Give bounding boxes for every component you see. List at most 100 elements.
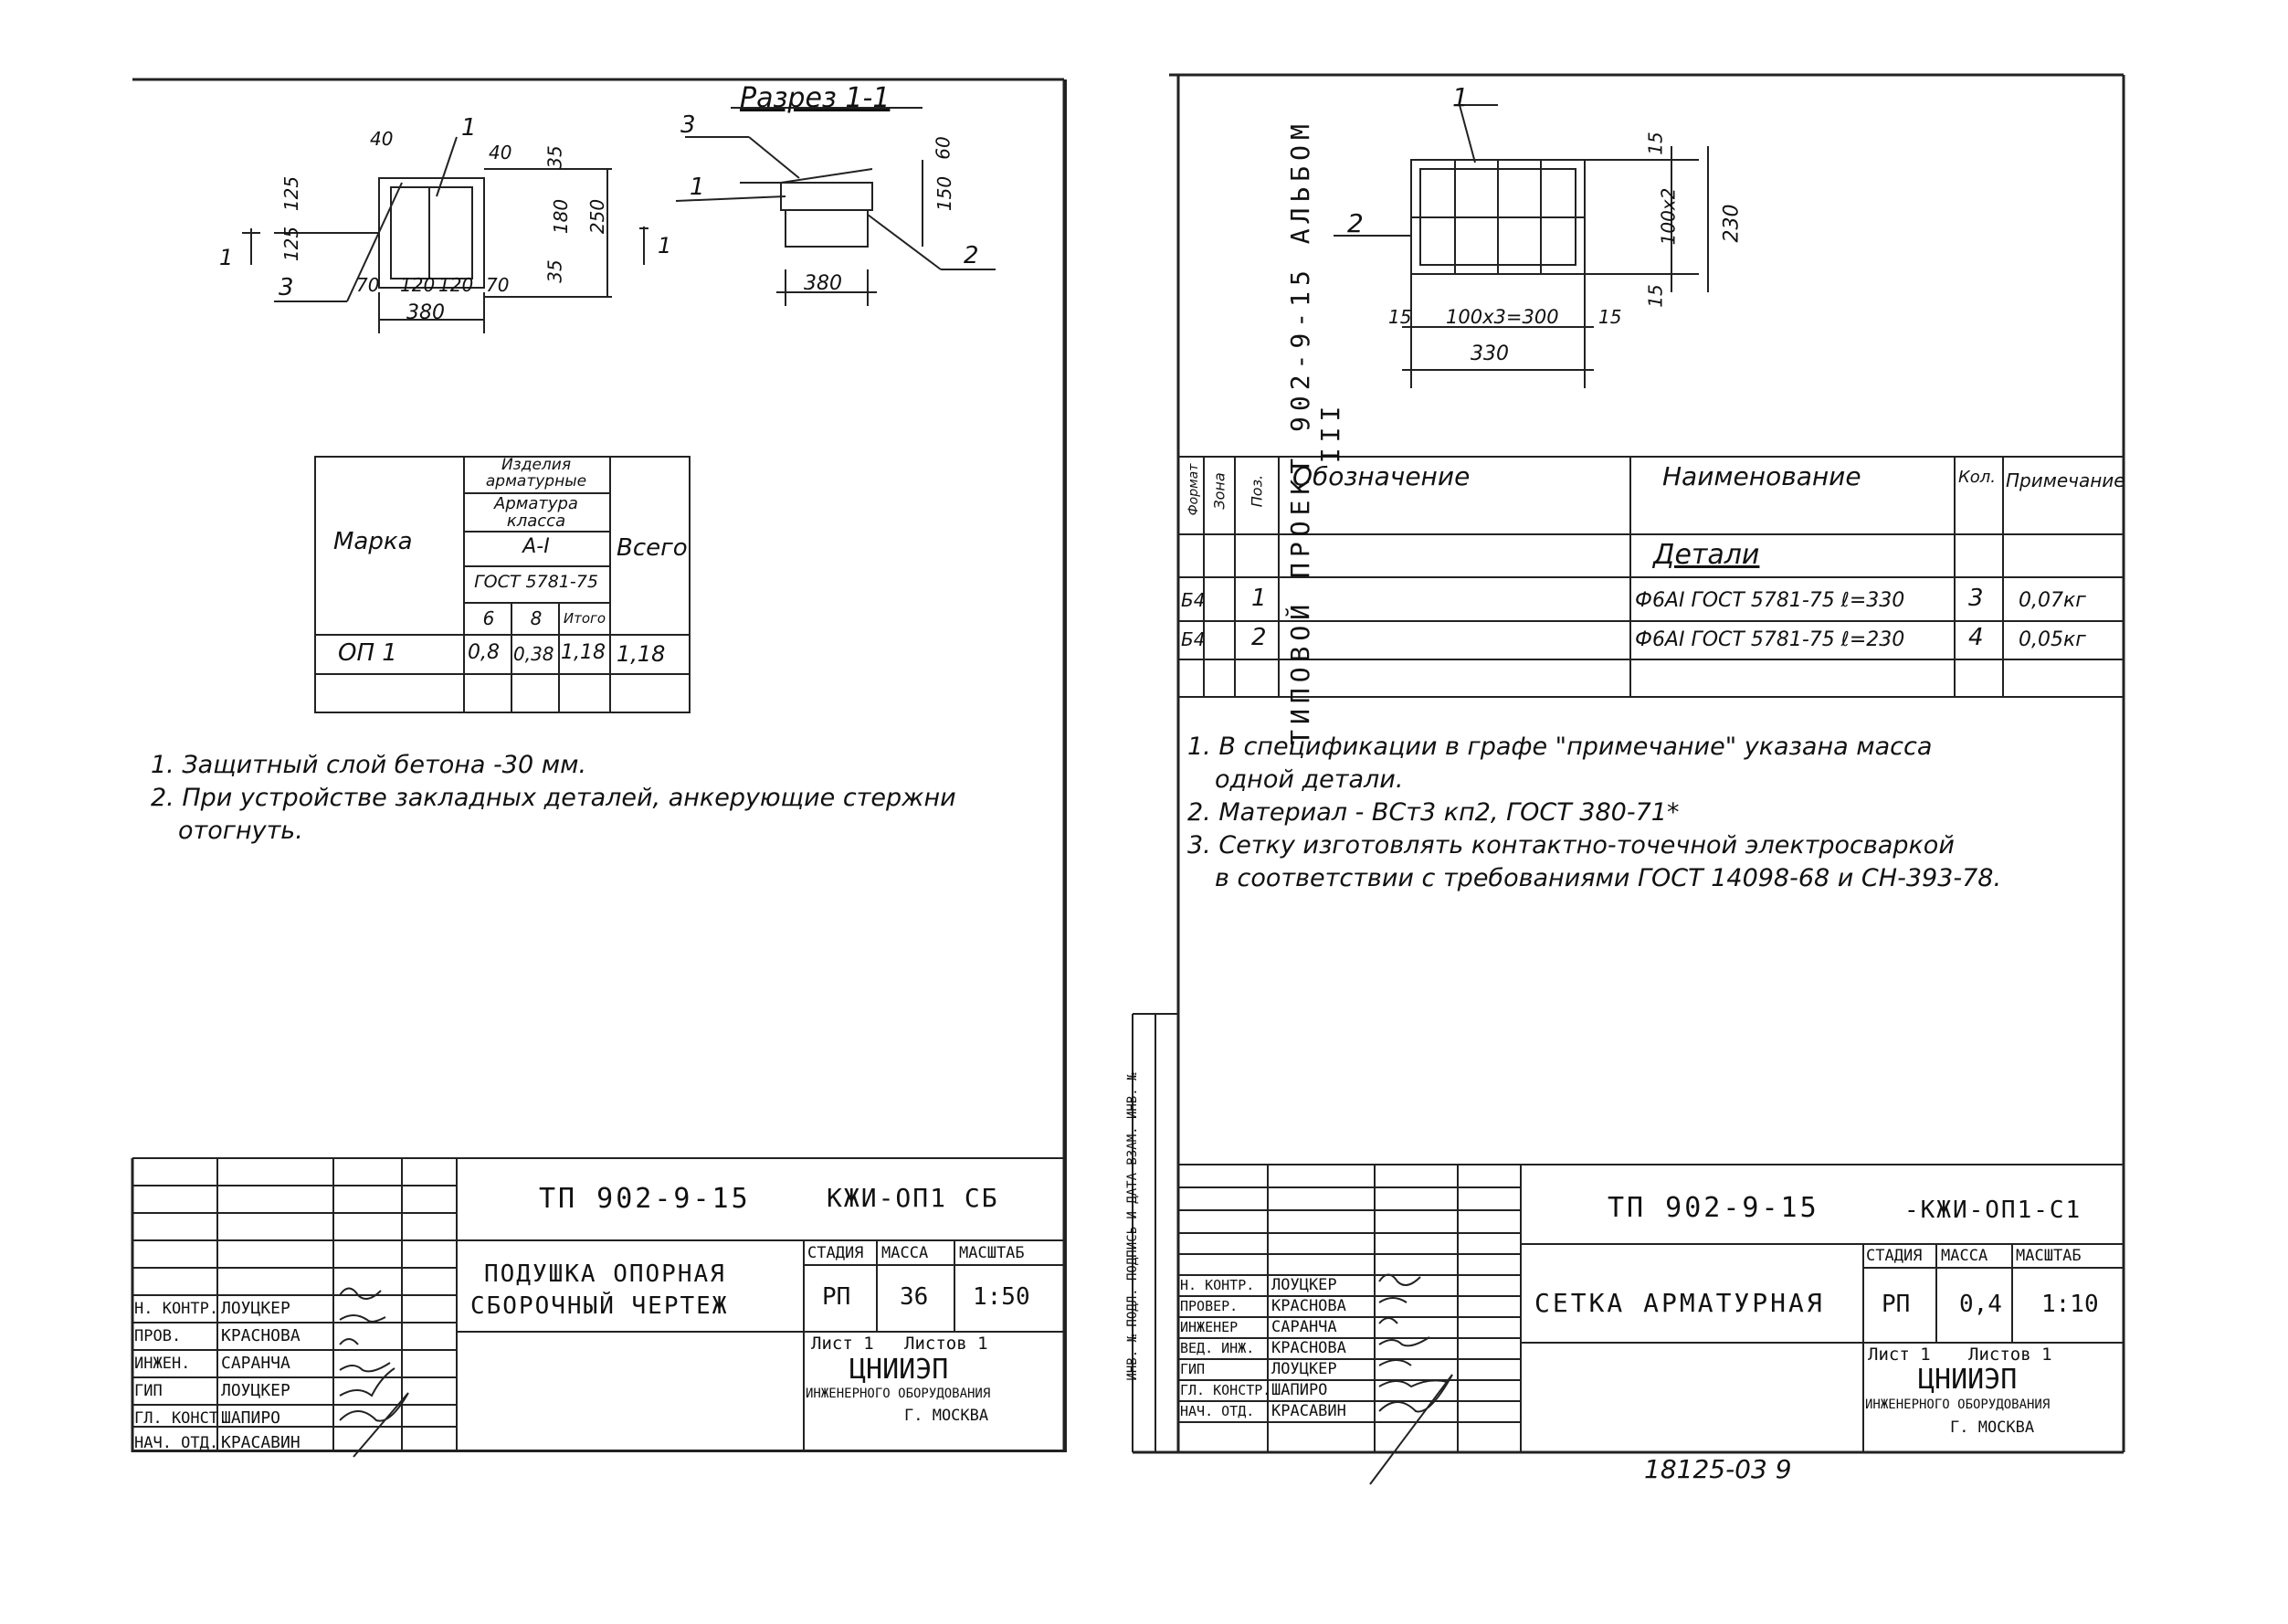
right-tb-role: ИНЖЕНЕР xyxy=(1180,1319,1239,1335)
table-h-vsego: Всего xyxy=(617,534,688,562)
left-tb-sheet: Лист 1 xyxy=(811,1334,874,1354)
spec-row-1-qty: 3 xyxy=(1968,585,1984,612)
mesh-dim-r4: 230 xyxy=(1720,204,1744,243)
section-view xyxy=(639,107,996,306)
mesh-dim-b4: 330 xyxy=(1471,343,1509,365)
plan-callout-1: 1 xyxy=(461,114,477,142)
plan-dim-top-right: 40 xyxy=(489,142,512,163)
left-tb-role: ГИП xyxy=(134,1382,163,1400)
plan-dim-bottom-4: 70 xyxy=(486,274,510,296)
spec-h-designation: Обозначение xyxy=(1292,461,1471,491)
plan-dim-bottom-3: 120 xyxy=(438,274,474,296)
table-row-vsego: 1,18 xyxy=(617,641,666,667)
mesh-dim-r3: 15 xyxy=(1644,284,1667,308)
section-callout-2: 2 xyxy=(964,242,979,269)
spec-table-grid xyxy=(1178,456,2124,698)
right-tb-name: ЛОУЦКЕР xyxy=(1271,1360,1337,1378)
mesh-dim-r2: 100x2 xyxy=(1657,187,1680,246)
right-note-1-cont: одной детали. xyxy=(1215,765,1404,794)
right-tb-name: СЕТКА АРМАТУРНАЯ xyxy=(1534,1288,1825,1318)
section-callout-1: 1 xyxy=(690,174,705,201)
plan-dim-bottom-2: 120 xyxy=(400,274,436,296)
left-tb-role: ИНЖЕН. xyxy=(134,1355,191,1373)
right-tb-sheets: Листов 1 xyxy=(1968,1345,2052,1365)
left-tb-name: САРАНЧА xyxy=(221,1354,290,1373)
left-tb-name: ШАПИРО xyxy=(221,1408,281,1428)
right-tb-role: ВЕД. ИНЖ. xyxy=(1180,1340,1255,1356)
mesh-callout-2: 2 xyxy=(1347,208,1364,238)
spec-h-qty: Кол. xyxy=(1958,468,1997,487)
right-tb-sheetcode: -КЖИ-ОП1-С1 xyxy=(1904,1197,2082,1224)
spec-row-2-format: Б4 xyxy=(1181,628,1206,650)
spec-h-format: Формат xyxy=(1186,463,1201,516)
right-tb-mass: 0,4 xyxy=(1959,1291,2002,1318)
right-tb-role: ПРОВЕР. xyxy=(1180,1298,1239,1314)
left-tb-h-scale: МАСШТАБ xyxy=(959,1244,1025,1262)
right-notes: 1. В спецификации в графе "примечание" у… xyxy=(1187,731,2001,895)
right-tb-code: ТП 902-9-15 xyxy=(1608,1192,1819,1224)
left-tb-org3: Г. МОСКВА xyxy=(904,1407,989,1425)
left-tb-name: ЛОУЦКЕР xyxy=(221,1299,290,1318)
left-tb-code: ТП 902-9-15 xyxy=(539,1183,751,1215)
section-callout-3: 3 xyxy=(680,111,696,139)
plan-dim-right-1: 35 xyxy=(543,145,566,169)
left-tb-role: НАЧ. ОТД. xyxy=(134,1434,219,1452)
mesh-view xyxy=(1334,104,1709,388)
left-note-2-cont: отогнуть. xyxy=(178,817,303,845)
table-h-gost: ГОСТ 5781-75 xyxy=(474,572,598,592)
mesh-dim-r1: 15 xyxy=(1644,132,1667,155)
left-tb-name: КРАСНОВА xyxy=(221,1326,300,1345)
section-dim-60: 60 xyxy=(932,136,954,160)
spec-h-name: Наименование xyxy=(1662,461,1861,491)
vertical-stamp: ИНВ. № ПОДЛ. ПОДПИСЬ И ДАТА ВЗАМ. ИНВ. № xyxy=(1125,1072,1140,1381)
right-note-2: 2. Материал - ВСт3 кп2, ГОСТ 380-71* xyxy=(1187,798,1680,827)
left-tb-h-stage: СТАДИЯ xyxy=(807,1244,864,1262)
left-tb-h-mass: МАССА xyxy=(881,1244,929,1262)
spec-row-2-qty: 4 xyxy=(1968,624,1984,651)
spec-row-1-name: Ф6АI ГОСТ 5781-75 ℓ=330 xyxy=(1635,589,1905,612)
plan-dim-bottom-1: 70 xyxy=(356,274,380,296)
spec-h-zone: Зона xyxy=(1210,472,1228,510)
right-note-1: 1. В спецификации в графе "примечание" у… xyxy=(1187,733,1933,761)
plan-dim-right-3: 35 xyxy=(543,259,566,283)
left-tb-org1: ЦНИИЭП xyxy=(849,1354,949,1386)
vertical-project-title: ТИПОВОЙ ПРОЕКТ 902-9-15 АЛЬБОМ III xyxy=(1285,119,1345,745)
left-tb-name2: СБОРОЧНЫЙ ЧЕРТЕЖ xyxy=(470,1292,729,1320)
left-tb-scale: 1:50 xyxy=(973,1283,1030,1311)
plan-dim-left-1: 125 xyxy=(280,175,303,212)
plan-dim-right-2: 180 xyxy=(550,198,573,235)
plan-view xyxy=(242,136,612,333)
left-title-block xyxy=(132,1157,1064,1452)
section-dim-150: 150 xyxy=(933,175,956,212)
right-tb-stage: РП xyxy=(1882,1291,1911,1318)
right-note-3: 3. Сетку изготовлять контактно-точечной … xyxy=(1187,831,1955,859)
spec-row-1-note: 0,07кг xyxy=(2019,589,2086,612)
right-tb-name: ЛОУЦКЕР xyxy=(1271,1276,1337,1294)
right-tb-org1: ЦНИИЭП xyxy=(1918,1364,2018,1396)
left-tb-sheetcode: КЖИ-ОП1 СБ xyxy=(827,1183,999,1213)
table-h-8: 8 xyxy=(530,607,543,629)
right-tb-role: Н. КОНТР. xyxy=(1180,1277,1255,1293)
table-h-armatura: Арматура класса xyxy=(494,494,578,531)
plan-dim-left-2: 125 xyxy=(280,226,303,262)
right-tb-name: КРАСНОВА xyxy=(1271,1339,1346,1357)
table-h-marka: Марка xyxy=(333,528,413,555)
right-tb-role: ГИП xyxy=(1180,1361,1206,1377)
plan-dim-right-4: 250 xyxy=(586,198,609,235)
right-tb-sheet: Лист 1 xyxy=(1868,1345,1931,1365)
spec-row-2-name: Ф6АI ГОСТ 5781-75 ℓ=230 xyxy=(1635,628,1905,651)
left-tb-names: ЛОУЦКЕР КРАСНОВА САРАНЧА ЛОУЦКЕР ШАПИРО … xyxy=(221,1295,300,1454)
right-tb-role: ГЛ. КОНСТР. xyxy=(1180,1382,1271,1398)
table-row-itogo: 1,18 xyxy=(561,641,606,664)
plan-dim-top-left: 40 xyxy=(370,128,394,150)
left-tb-mass: 36 xyxy=(900,1283,929,1311)
left-tb-name: ЛОУЦКЕР xyxy=(221,1381,290,1400)
spec-section-details: Детали xyxy=(1653,539,1760,571)
left-tb-stage: РП xyxy=(822,1283,851,1311)
right-tb-h-mass: МАССА xyxy=(1941,1247,1988,1265)
left-table-grid xyxy=(314,456,691,713)
right-title-block xyxy=(1178,1164,2124,1452)
table-h-class: А-I xyxy=(522,535,550,558)
right-tb-name: ШАПИРО xyxy=(1271,1381,1328,1399)
